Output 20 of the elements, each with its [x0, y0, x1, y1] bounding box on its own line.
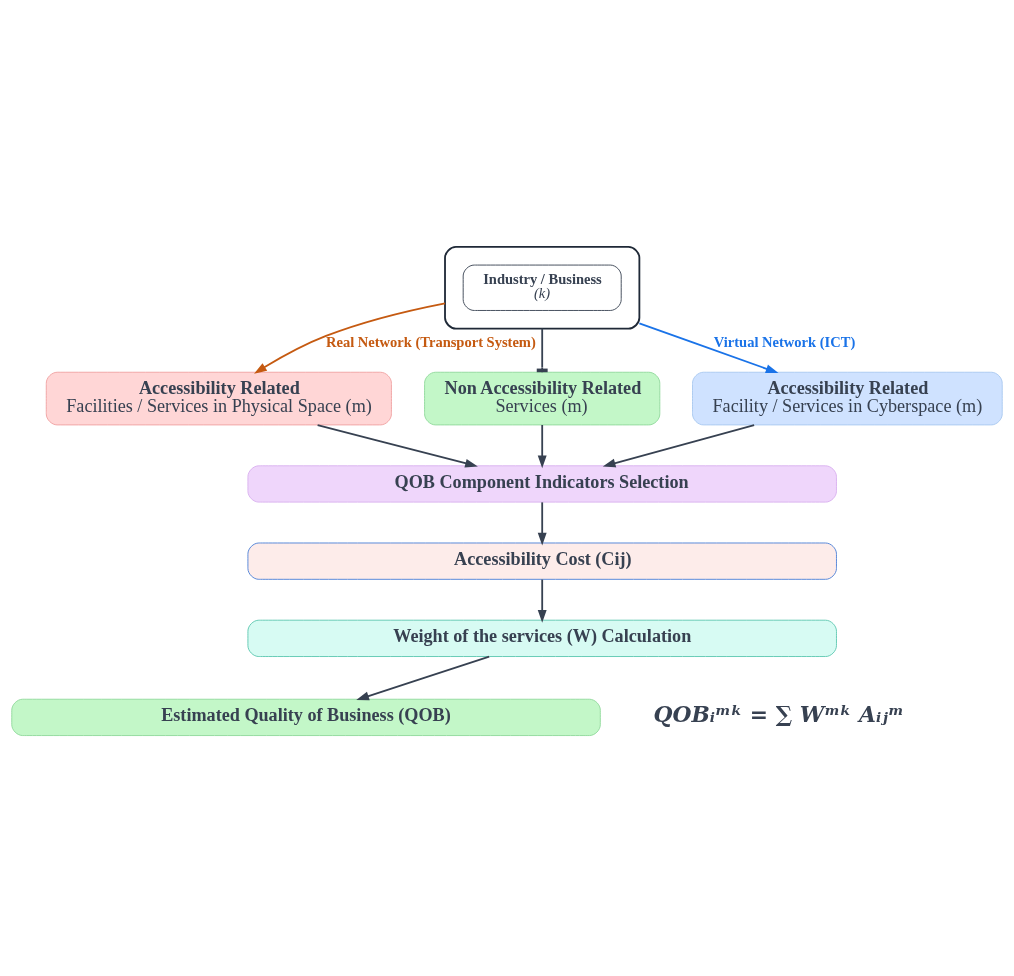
- arrow: [602, 423, 756, 467]
- node-box: Industry / Business (k): [462, 264, 622, 311]
- arrow: [537, 578, 547, 623]
- node-box: Estimated Quality of Business (QOB): [11, 698, 601, 736]
- node-box: Accessibility Related Facilities / Services in Physical Space (m): [45, 371, 392, 425]
- edge-label: Real Network (Transport System): [326, 333, 536, 350]
- node-box: Non Accessibility Related Services (m): [424, 371, 661, 425]
- arrow: [537, 423, 547, 468]
- arrow: [356, 655, 491, 700]
- node-box: Weight of the services (W) Calculation: [247, 619, 837, 657]
- arrow: [537, 500, 547, 546]
- cluster: [444, 245, 641, 330]
- arrow: [254, 301, 446, 374]
- node-box: Accessibility Related Facility / Services in Cyberspace (m): [692, 371, 1003, 425]
- arrow: [638, 321, 779, 373]
- edge-label: Virtual Network (ICT): [713, 333, 856, 350]
- node-box: Accessibility Cost (Cij): [247, 542, 837, 580]
- arrow: [316, 423, 478, 468]
- node-box: QOB Component Indicators Selection: [247, 464, 837, 503]
- label: QOBᵢᵐᵏ = ∑ Wᵐᵏ Aᵢⱼᵐ: [653, 701, 904, 727]
